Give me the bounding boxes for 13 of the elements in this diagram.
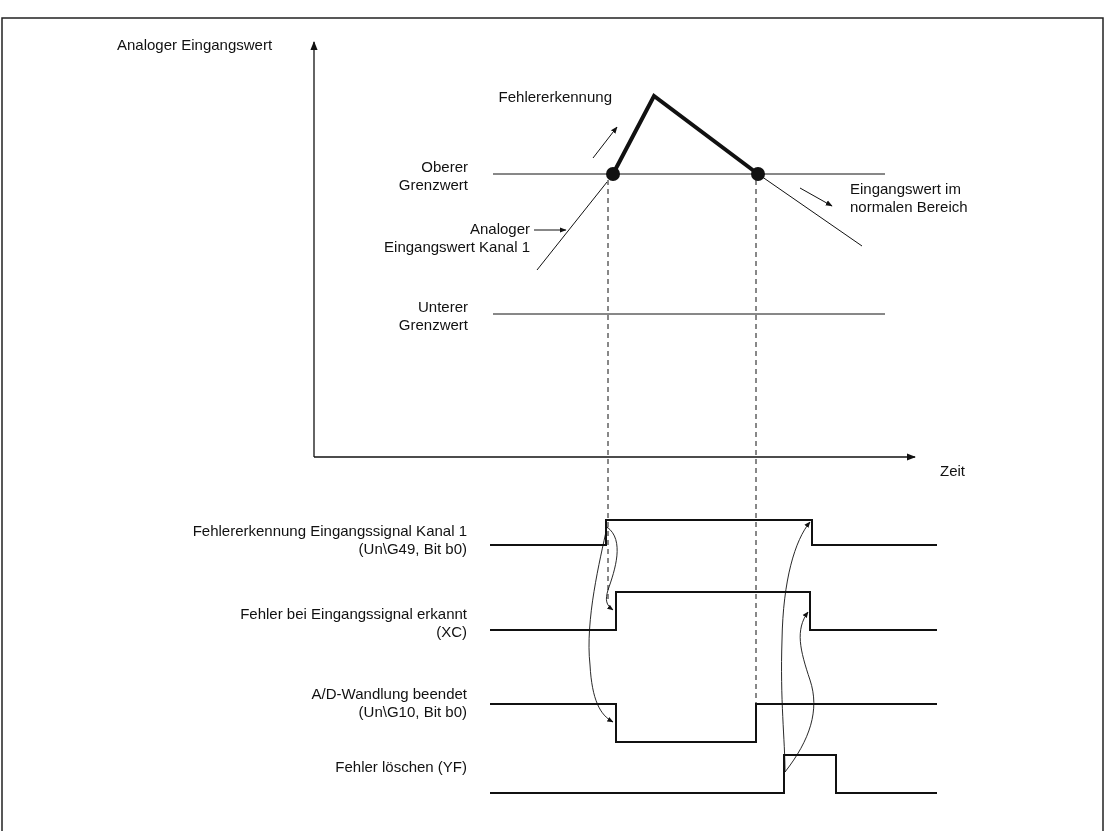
signal-label: A/D-Wandlung beendet (Un\G10, Bit b0) bbox=[310, 685, 467, 721]
signal-label: Fehler löschen (YF) bbox=[334, 758, 467, 776]
input-signal-line bbox=[536, 181, 608, 271]
annotation-text: Analoger Eingangswert Kanal 1 bbox=[380, 220, 530, 256]
axis-label: Zeit bbox=[940, 462, 966, 480]
axis-label: Analoger Eingangswert bbox=[117, 36, 274, 54]
signal-label: Fehler bei Eingangssignal erkannt (XC) bbox=[239, 605, 467, 641]
annotation-text: Fehlererkennung bbox=[497, 88, 612, 106]
signal-label: Fehlererkennung Eingangssignal Kanal 1 (Un\G49, Bit b0) bbox=[191, 522, 467, 558]
leader-line bbox=[533, 227, 567, 233]
annotation-text: Eingangswert im normalen Bereich bbox=[850, 180, 969, 216]
annotation-text: Oberer Grenzwert bbox=[397, 158, 468, 194]
annotation-text: Unterer Grenzwert bbox=[397, 298, 468, 334]
